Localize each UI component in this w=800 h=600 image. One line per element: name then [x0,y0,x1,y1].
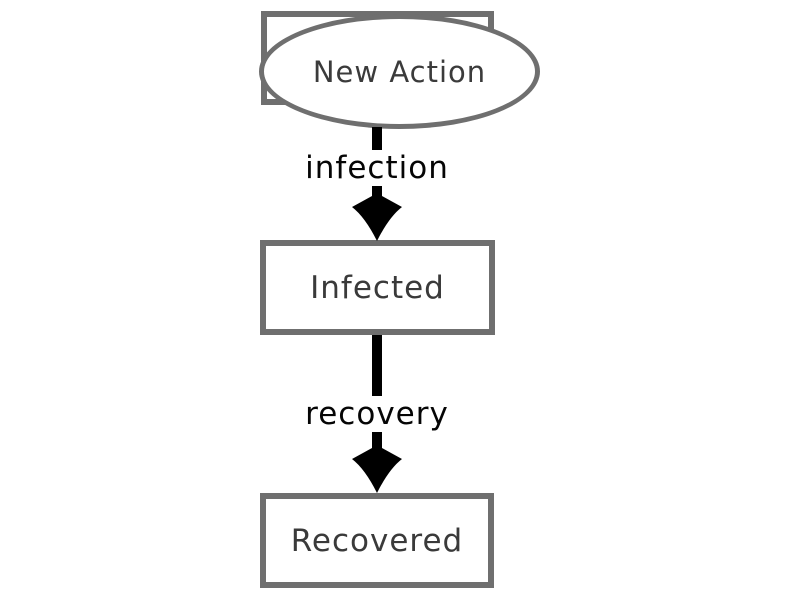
node-recovered-label: Recovered [290,522,464,559]
node-infected-label: Infected [310,269,445,306]
node-infected: Infected [260,240,495,335]
edge-infection-label: infection [299,150,455,186]
edge-recovery-arrowhead-icon [352,448,402,493]
node-new-action: New Action [259,14,540,129]
node-recovered: Recovered [260,493,494,588]
edge-recovery-label: recovery [299,396,455,432]
arrow-down-shape [352,448,402,493]
edge-recovery-stem [372,335,382,452]
arrow-down-shape [352,196,402,241]
node-new-action-label: New Action [312,54,487,89]
edge-infection-arrowhead-icon [352,196,402,241]
